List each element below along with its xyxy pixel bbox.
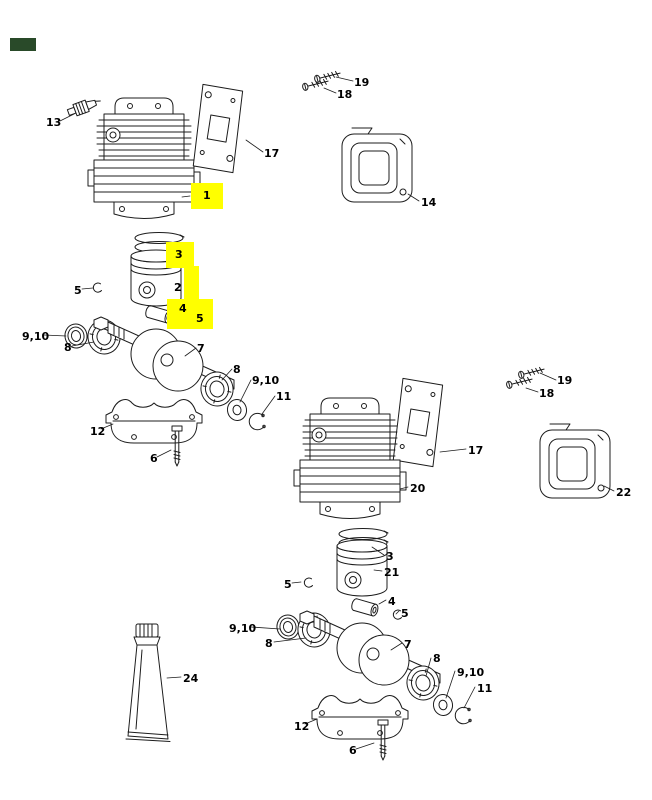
circlip-11-top <box>248 412 266 431</box>
part-label-6-bottom[interactable]: 6 <box>349 744 357 757</box>
washer-910-top-right <box>225 397 249 423</box>
part-label-910-top-right[interactable]: 9,10 <box>252 374 280 387</box>
part-label-2[interactable]: 2 <box>174 281 182 294</box>
part-label-1[interactable]: 1 <box>203 189 211 202</box>
part-label-910-bottom-left[interactable]: 9,10 <box>229 622 257 635</box>
gasket-17-top <box>192 83 244 174</box>
part-label-19-bottom[interactable]: 19 <box>557 374 573 387</box>
part-label-7-bottom[interactable]: 7 <box>404 638 412 651</box>
part-label-4-bottom[interactable]: 4 <box>388 595 396 608</box>
part-label-8-bottom-left[interactable]: 8 <box>265 637 273 650</box>
bearing-910-bottom-left <box>274 612 302 642</box>
crankcase-pan-12-top <box>105 399 203 444</box>
crankcase-pan-12-bottom <box>311 695 409 740</box>
highlight-piston-strip <box>184 266 199 306</box>
part-label-11-top[interactable]: 11 <box>276 390 292 403</box>
part-label-13[interactable]: 13 <box>46 116 62 129</box>
part-label-8-top-left[interactable]: 8 <box>64 341 72 354</box>
part-label-21[interactable]: 21 <box>384 566 400 579</box>
part-label-6-top[interactable]: 6 <box>150 452 158 465</box>
part-label-3-bottom[interactable]: 3 <box>386 550 394 563</box>
part-label-14[interactable]: 14 <box>421 196 437 209</box>
part-label-22[interactable]: 22 <box>616 486 632 499</box>
screw-19-bottom <box>517 365 546 380</box>
muffler-22 <box>539 423 611 499</box>
part-label-910-bottom-right[interactable]: 9,10 <box>457 666 485 679</box>
part-label-3-top[interactable]: 3 <box>175 248 183 261</box>
gasket-17-bottom <box>392 377 444 468</box>
part-label-7-top[interactable]: 7 <box>197 342 205 355</box>
highlight-label-3 <box>166 242 194 268</box>
corner-badge <box>10 38 36 51</box>
part-label-24[interactable]: 24 <box>183 672 199 685</box>
wrist-pin-4-bottom <box>350 597 380 618</box>
part-label-12-bottom[interactable]: 12 <box>294 720 310 733</box>
sealant-tube-24 <box>125 623 171 742</box>
part-label-5-top-left[interactable]: 5 <box>74 284 82 297</box>
part-label-11-bottom[interactable]: 11 <box>477 682 493 695</box>
highlight-labels-4-5 <box>167 299 213 329</box>
part-label-4-top[interactable]: 4 <box>179 302 187 315</box>
part-label-8-bottom-right[interactable]: 8 <box>433 652 441 665</box>
part-label-5-top-right[interactable]: 5 <box>196 312 204 325</box>
pin-clip-5-top-left <box>92 282 102 293</box>
part-label-17-bottom[interactable]: 17 <box>468 444 484 457</box>
part-label-18-bottom[interactable]: 18 <box>539 387 555 400</box>
cylinder-1 <box>87 97 201 219</box>
piston-21 <box>336 539 388 597</box>
part-label-17-top[interactable]: 17 <box>264 147 280 160</box>
part-label-12-top[interactable]: 12 <box>90 425 106 438</box>
washer-910-bottom-right <box>431 692 455 718</box>
muffler-14 <box>341 127 413 203</box>
part-label-5-bottom-right[interactable]: 5 <box>401 607 409 620</box>
cylinder-20 <box>293 397 407 519</box>
part-label-8-top-right[interactable]: 8 <box>233 363 241 376</box>
pin-clip-5-bottom-left <box>303 577 313 588</box>
part-label-18-top[interactable]: 18 <box>337 88 353 101</box>
part-label-5-bottom-left[interactable]: 5 <box>284 578 292 591</box>
leader-lines <box>43 76 615 750</box>
part-label-20[interactable]: 20 <box>410 482 426 495</box>
highlight-label-1 <box>191 183 223 209</box>
circlip-11-bottom <box>454 706 472 725</box>
part-label-910-top-left[interactable]: 9,10 <box>22 330 50 343</box>
part-label-19-top[interactable]: 19 <box>354 76 370 89</box>
